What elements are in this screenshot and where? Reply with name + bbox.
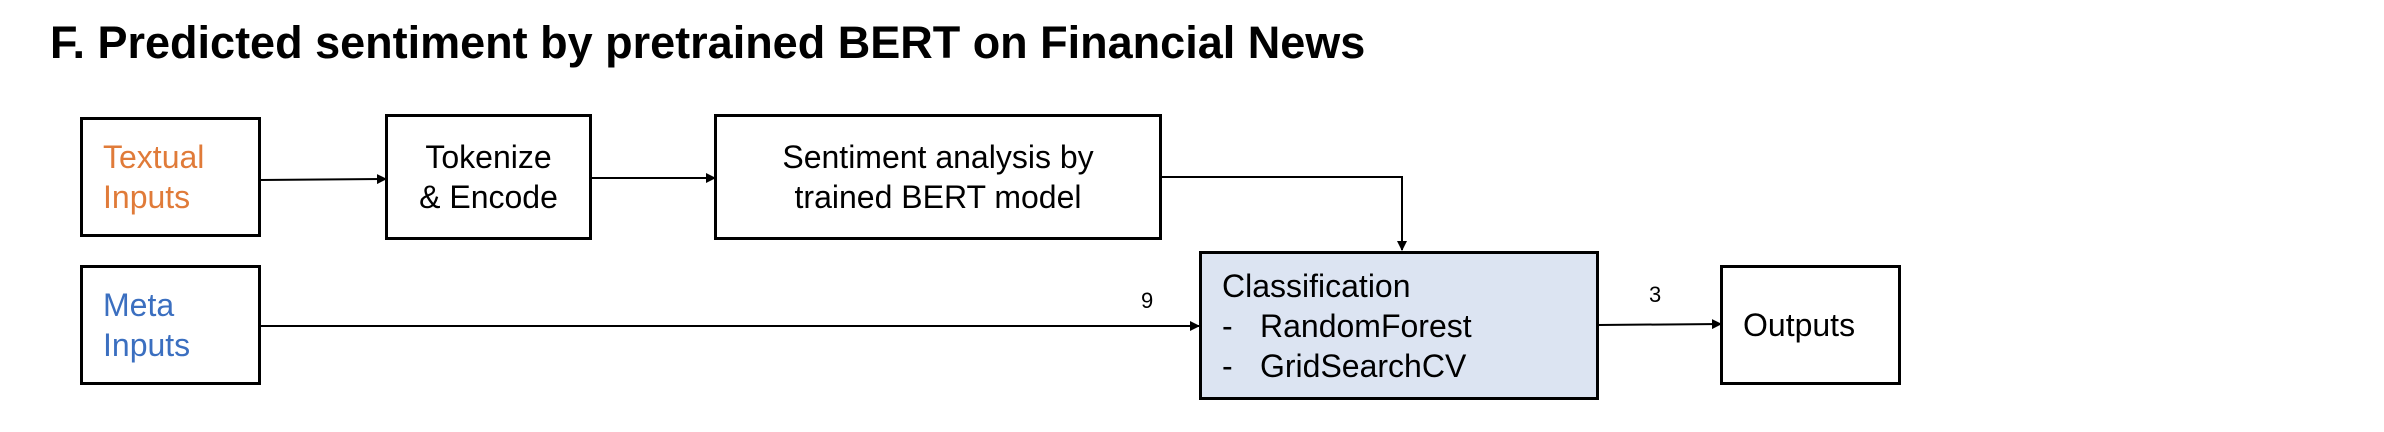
classification-box: Classification -RandomForest -GridSearch…: [1199, 251, 1599, 400]
classification-item2-text: GridSearchCV: [1260, 347, 1467, 384]
sentiment-label-line2: trained BERT model: [794, 179, 1082, 215]
meta-inputs-label-line1: Meta: [103, 287, 175, 323]
meta-inputs-box: Meta Inputs: [80, 265, 261, 385]
outputs-label: Outputs: [1743, 307, 1856, 343]
meta-inputs-label-line2: Inputs: [103, 327, 191, 363]
outputs-box: Outputs: [1720, 265, 1901, 385]
classification-bullet-1: -: [1222, 307, 1233, 344]
tokenize-label-line1: Tokenize: [425, 139, 552, 175]
sentiment-analysis-box: Sentiment analysis by trained BERT model: [714, 114, 1162, 240]
tokenize-label-line2: & Encode: [419, 179, 558, 215]
classification-bullet-2: -: [1222, 347, 1233, 384]
classification-item1-text: RandomForest: [1260, 307, 1472, 344]
textual-inputs-label-line1: Textual: [103, 139, 205, 175]
edge-label-3: 3: [1649, 282, 1662, 307]
classification-item-randomforest: -RandomForest: [1222, 306, 1596, 346]
edge-sentiment-to-classification: [1161, 176, 1407, 251]
edge-label-9: 9: [1141, 288, 1154, 313]
edge-textual-to-tokenize: [259, 174, 387, 185]
tokenize-encode-box: Tokenize & Encode: [385, 114, 592, 240]
edge-classification-to-outputs: [1597, 319, 1722, 330]
diagram-title: F. Predicted sentiment by pretrained BER…: [50, 17, 1366, 68]
sentiment-label-line1: Sentiment analysis by: [782, 139, 1094, 175]
textual-inputs-label-line2: Inputs: [103, 179, 191, 215]
textual-inputs-box: Textual Inputs: [80, 117, 261, 237]
classification-heading: Classification: [1222, 267, 1411, 304]
classification-item-gridsearchcv: -GridSearchCV: [1222, 346, 1596, 386]
